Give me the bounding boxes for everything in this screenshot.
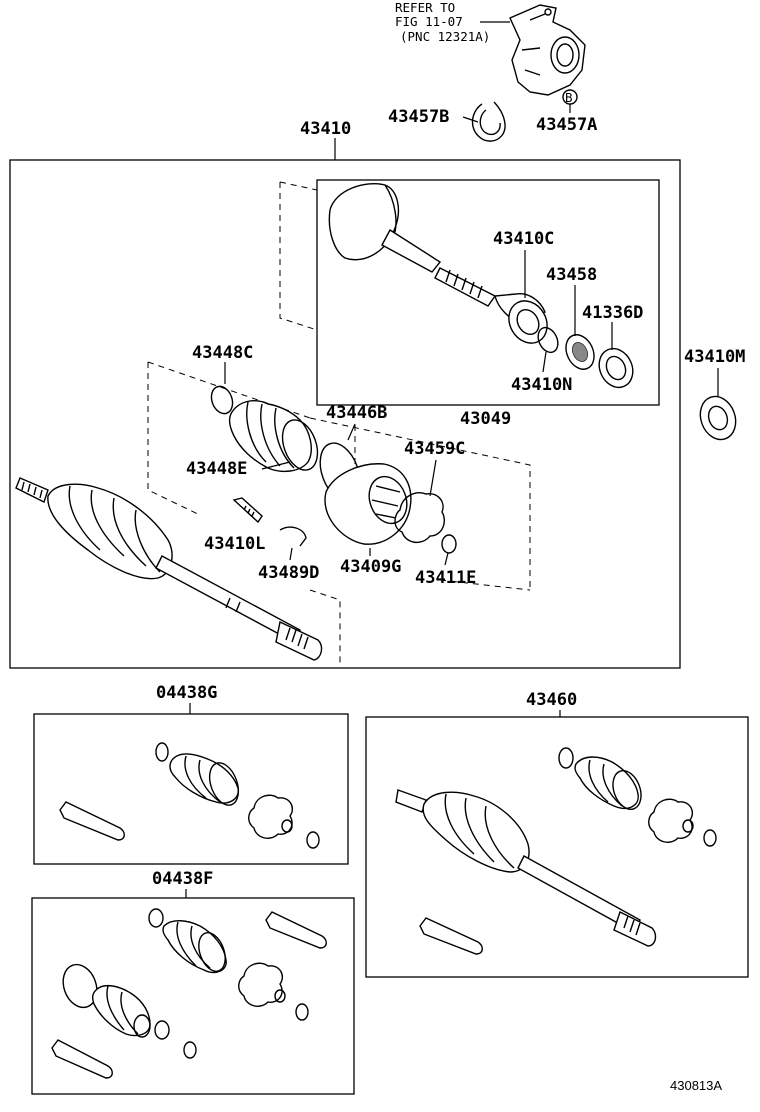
clamp-43448e: [281, 419, 319, 471]
label-43410c: 43410C: [493, 229, 554, 249]
assembly-box-43049: [316, 179, 660, 406]
kit-04438f-parts: [51, 908, 327, 1079]
seal-41336d: [598, 347, 634, 389]
label-04438f: 04438F: [152, 869, 213, 889]
label-43457a: 43457A: [536, 115, 597, 135]
label-43446b: 43446B: [326, 403, 387, 423]
snap-ring-43411e: [441, 534, 457, 554]
reference-line-1: REFER TO: [395, 0, 455, 15]
inboard-joint-43409g: [324, 463, 412, 545]
label-41336d: 41336D: [582, 303, 643, 323]
kit-box-04438g: [33, 713, 349, 865]
reference-line-2: FIG 11-07: [395, 14, 463, 29]
snap-ring-43410n: [537, 326, 559, 354]
label-43410n: 43410N: [511, 375, 572, 395]
label-43448c: 43448C: [192, 343, 253, 363]
label-43409g: 43409G: [340, 557, 401, 577]
spider-43459c: [394, 492, 446, 543]
callout-b-letter: B: [565, 90, 573, 105]
callout-b: B: [562, 89, 578, 113]
bolt-43410l: [232, 497, 263, 524]
seal-43410m: [699, 395, 737, 441]
reference-note: REFER TO FIG 11-07 (PNC 12321A): [395, 0, 510, 44]
clamp-43448c: [210, 385, 234, 415]
label-43460: 43460: [526, 690, 577, 710]
assembly-43460-parts: [395, 747, 717, 955]
diagram-code: 430813A: [670, 1078, 722, 1093]
label-43489d: 43489D: [258, 563, 319, 583]
label-43411e: 43411E: [415, 568, 476, 588]
label-43410l: 43410L: [204, 534, 265, 554]
label-04438g: 04438G: [156, 683, 217, 703]
kit-04438g-parts: [59, 742, 320, 849]
inboard-boot: [228, 400, 312, 473]
steering-knuckle-part: [509, 4, 586, 96]
outboard-joint-43049: [328, 183, 548, 344]
label-43457b: 43457B: [388, 107, 449, 127]
label-43410: 43410: [300, 119, 351, 139]
label-43448e: 43448E: [186, 459, 247, 479]
label-43410m: 43410M: [684, 347, 745, 367]
reference-line-3: (PNC 12321A): [400, 29, 490, 44]
snap-ring-43457b: [471, 101, 506, 142]
assembly-box-43460: [365, 716, 749, 978]
assembly-box-43410: [9, 159, 681, 669]
label-43459c: 43459C: [404, 439, 465, 459]
drive-shaft: [15, 477, 323, 661]
label-43458: 43458: [546, 265, 597, 285]
clip-43489d: [279, 526, 307, 547]
label-43049: 43049: [460, 409, 511, 429]
bearing-43458: [565, 334, 595, 370]
kit-box-04438f: [31, 897, 355, 1095]
